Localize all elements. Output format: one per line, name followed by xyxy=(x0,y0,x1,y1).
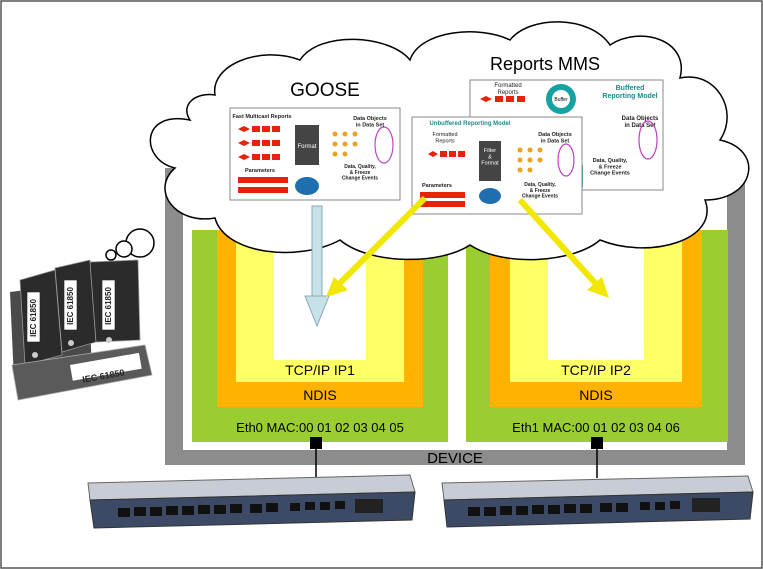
thought-bubbles xyxy=(105,228,155,261)
filter-format-label: Filter&Format xyxy=(481,148,499,167)
port-right xyxy=(591,437,603,449)
ndis-label-right: NDIS xyxy=(579,387,612,403)
unbuffered-report-shapes xyxy=(428,151,465,157)
binder-label-2: IEC 61850 xyxy=(66,287,75,325)
goose-label: GOOSE xyxy=(290,80,360,101)
goose-format-label: Format xyxy=(297,144,316,150)
stack-right xyxy=(466,230,728,442)
goose-parameters: Parameters xyxy=(245,168,275,174)
ndis-label-left: NDIS xyxy=(303,387,336,403)
binder-label-3: IEC 61850 xyxy=(104,287,113,325)
goose-report-rows xyxy=(238,126,280,160)
port-left xyxy=(310,437,322,449)
goose-card-title: Fast Multicast Reports xyxy=(233,114,292,120)
filter-format-box xyxy=(479,141,501,181)
unbuffered-title: Unbuffered Reporting Model xyxy=(430,121,511,127)
mms-arrow-right xyxy=(517,197,609,298)
unbuffered-parameters: Parameters xyxy=(422,183,452,189)
tcpip-label-right: TCP/IP IP2 xyxy=(561,362,631,378)
tcpip-label-left: TCP/IP IP1 xyxy=(285,362,355,378)
network-switch-left xyxy=(87,474,416,529)
binder-label-1: IEC 61850 xyxy=(29,299,38,337)
goose-arrow xyxy=(304,205,330,328)
buffer-label: Buffer xyxy=(554,97,568,103)
reports-mms-label: Reports MMS xyxy=(490,54,600,74)
goose-format-box xyxy=(295,125,319,165)
iec61850-binders: IEC 61850 IEC 61850 IEC 61850 IEC 61850 xyxy=(10,259,153,401)
mms-arrow-left xyxy=(326,195,428,297)
unbuffered-database xyxy=(479,188,501,204)
device-label: DEVICE xyxy=(427,450,483,467)
eth-label-left: Eth0 MAC:00 01 02 03 04 05 xyxy=(236,420,404,435)
buffered-report-shapes xyxy=(480,96,525,102)
eth-label-right: Eth1 MAC:00 01 02 03 04 06 xyxy=(512,420,680,435)
goose-database xyxy=(295,177,319,195)
network-switch-right xyxy=(441,475,754,528)
goose-card: Fast Multicast Reports Format Data Objec… xyxy=(229,107,401,201)
